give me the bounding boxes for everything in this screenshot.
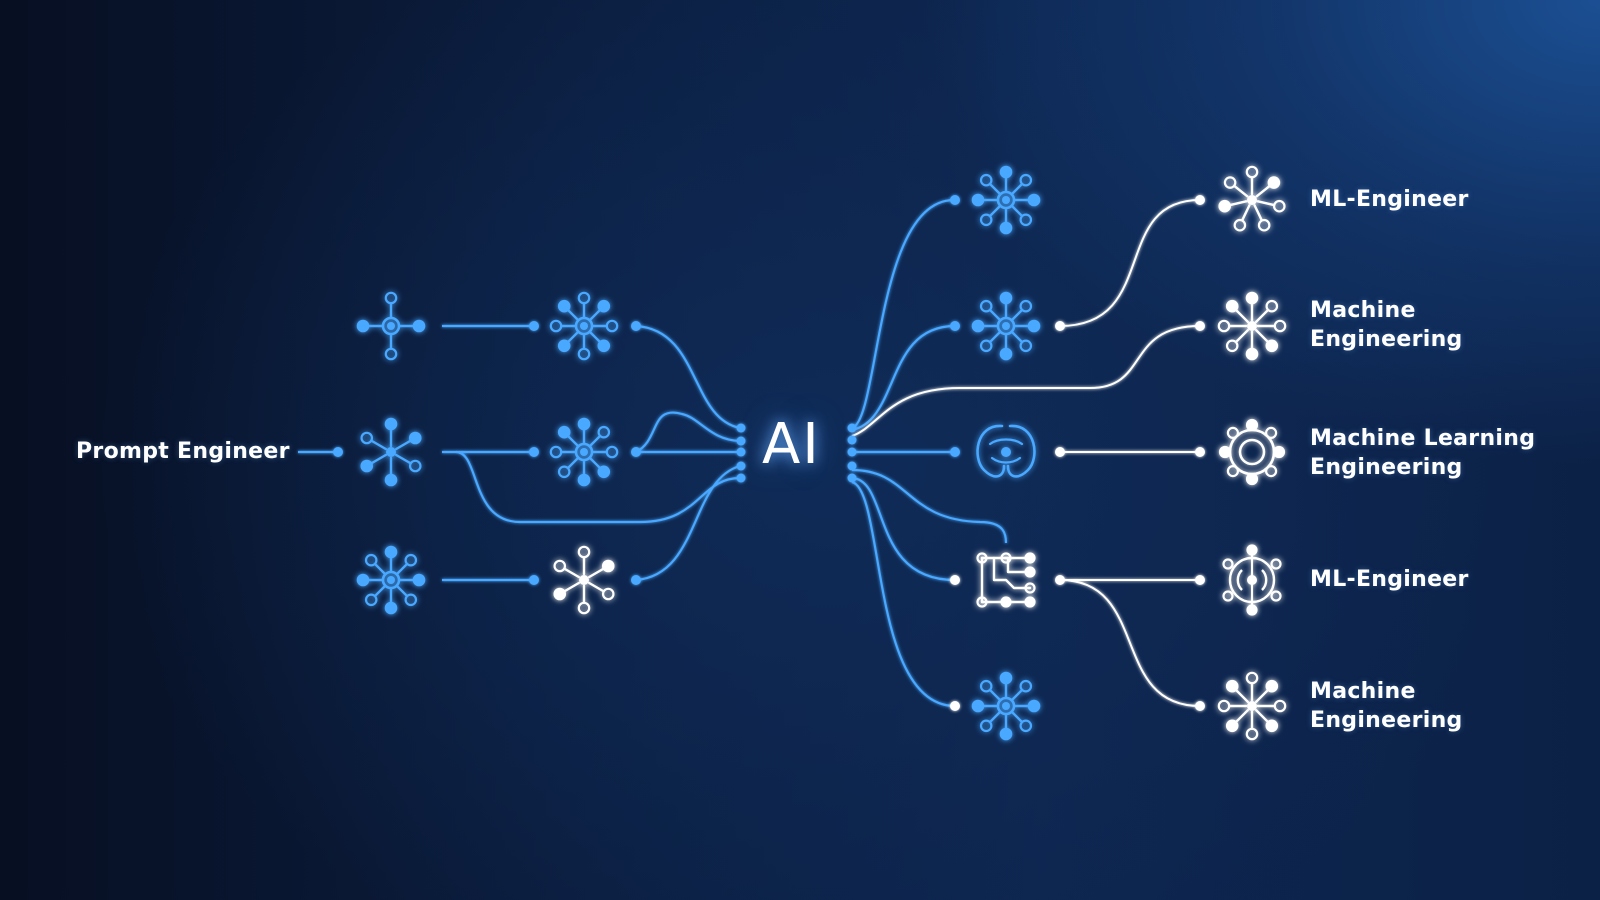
connector-row2-to-ai bbox=[455, 450, 741, 524]
label-prompt-engineer: Prompt Engineer bbox=[76, 439, 290, 464]
label-line: ML-Engineer bbox=[1310, 187, 1469, 212]
label-machine-learning-engineering: Machine Learning Engineering bbox=[1310, 424, 1535, 482]
left-col1-network-icon-1 bbox=[356, 291, 426, 361]
label-line: Engineering bbox=[1310, 708, 1463, 733]
label-line: Machine bbox=[1310, 298, 1416, 323]
right-col2-network-icon-1 bbox=[1218, 165, 1286, 232]
left-col1-network-icon-2 bbox=[360, 417, 422, 487]
connector-ai-to-r1 bbox=[851, 198, 956, 430]
left-col2-network-icon-2 bbox=[549, 417, 619, 487]
label-machine-engineering-2: Machine Engineering bbox=[1310, 677, 1463, 735]
label-ml-engineer-2: ML-Engineer bbox=[1310, 565, 1469, 594]
connector-ai-to-r4 bbox=[851, 476, 956, 582]
left-col2-network-icon-3 bbox=[553, 545, 615, 615]
connector-ai-to-r4b bbox=[851, 468, 1008, 544]
connector-ai-to-r5 bbox=[851, 480, 956, 708]
label-line: Engineering bbox=[1310, 327, 1463, 352]
connector-col2-row1-to-ai bbox=[635, 324, 741, 430]
label-ml-engineer-1: ML-Engineer bbox=[1310, 185, 1469, 214]
white-connectors bbox=[851, 199, 1201, 707]
label-line: Machine Learning bbox=[1310, 426, 1536, 451]
right-col2-network-icon-2 bbox=[1217, 291, 1287, 361]
ai-center-label: AI bbox=[762, 412, 821, 477]
connector-col2-row2-to-ai bbox=[635, 411, 741, 453]
right-col2-gear-icon bbox=[1218, 418, 1286, 486]
left-col2-network-icon-1 bbox=[549, 291, 619, 361]
blue-dots bbox=[333, 195, 960, 585]
white-dots bbox=[950, 195, 1205, 711]
connector-ai-to-r2 bbox=[851, 324, 956, 432]
right-col2-target-icon bbox=[1222, 544, 1282, 616]
icons-layer bbox=[356, 165, 1287, 741]
left-col1-network-icon-3 bbox=[356, 545, 426, 615]
right-col1-network-icon-2 bbox=[971, 291, 1041, 361]
right-col2-network-icon-5 bbox=[1217, 671, 1287, 741]
label-line: Engineering bbox=[1310, 455, 1463, 480]
right-col1-circuit-icon bbox=[976, 552, 1036, 608]
connector-col2-row3-to-ai bbox=[635, 464, 741, 582]
label-line: Machine bbox=[1310, 679, 1416, 704]
label-line: ML-Engineer bbox=[1310, 567, 1469, 592]
right-col1-network-icon-5 bbox=[971, 671, 1041, 741]
blue-connectors bbox=[298, 198, 1008, 708]
label-machine-engineering-1: Machine Engineering bbox=[1310, 296, 1463, 354]
connector-r2-to-ml-engineer bbox=[1059, 199, 1201, 327]
right-col1-brain-icon bbox=[976, 424, 1036, 478]
connector-r4-to-machine-eng bbox=[1059, 579, 1201, 707]
right-col1-network-icon-1 bbox=[971, 165, 1041, 235]
connector-ai-to-machine-eng bbox=[851, 325, 1201, 437]
